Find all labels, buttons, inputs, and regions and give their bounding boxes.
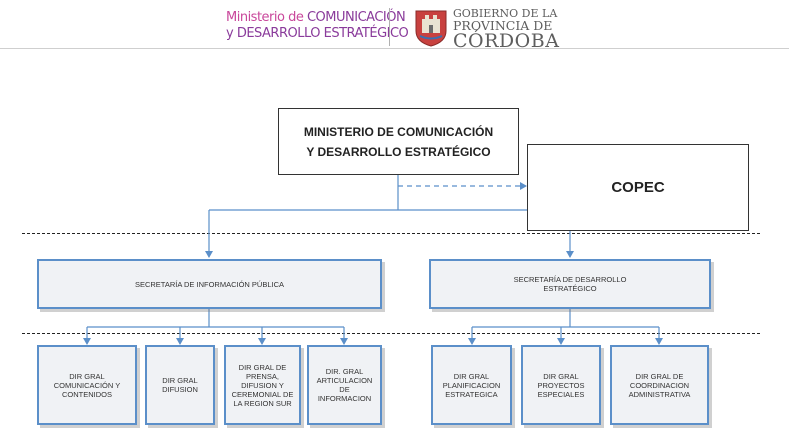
unit-label: DIR GRAL DIFUSION <box>162 376 198 394</box>
unit-label: DIR GRAL PROYECTOS ESPECIALES <box>537 371 585 399</box>
secretariat-box-development: SECRETARÍA DE DESARROLLO ESTRATÉGICO <box>429 259 711 309</box>
ministry-box-label: MINISTERIO DE COMUNICACIÓN Y DESARROLLO … <box>303 124 494 159</box>
unit-label: DIR GRAL PLANIFICACION ESTRATEGICA <box>442 371 501 399</box>
secretariat-box-information: SECRETARÍA DE INFORMACIÓN PÚBLICA <box>37 259 382 309</box>
header: Ministerio de COMUNICACIÓN y DESARROLLO … <box>0 0 789 52</box>
government-logo: GOBIERNO DE LA PROVINCIA DE CÓRDOBA <box>453 7 563 52</box>
secretariat-label: SECRETARÍA DE DESARROLLO ESTRATÉGICO <box>513 275 627 293</box>
government-logo-line2: PROVINCIA DE <box>453 18 553 33</box>
ministry-box: MINISTERIO DE COMUNICACIÓN Y DESARROLLO … <box>278 108 519 175</box>
header-divider <box>0 48 789 49</box>
copec-box-label: COPEC <box>611 179 665 196</box>
unit-box: DIR. GRAL ARTICULACION DE INFORMACION <box>307 345 382 425</box>
unit-box: DIR GRAL DE COORDINACION ADMINISTRATIVA <box>610 345 709 425</box>
government-logo-line3: CÓRDOBA <box>453 30 560 52</box>
unit-box: DIR GRAL PROYECTOS ESPECIALES <box>521 345 601 425</box>
ministry-logo: Ministerio de COMUNICACIÓN y DESARROLLO … <box>226 10 409 42</box>
unit-box: DIR GRAL DE PRENSA, DIFUSION Y CEREMONIA… <box>224 345 301 425</box>
ministry-logo-text-b: COMUNICACIÓN <box>306 10 406 25</box>
ministry-logo-text-c: y DESARROLLO ESTRATÉGICO <box>226 26 409 41</box>
unit-label: DIR GRAL DE PRENSA, DIFUSION Y CEREMONIA… <box>231 362 294 408</box>
unit-box: DIR GRAL DIFUSION <box>145 345 215 425</box>
government-logo-line1: GOBIERNO DE LA <box>453 7 558 20</box>
unit-label: DIR GRAL DE COORDINACION ADMINISTRATIVA <box>628 371 691 399</box>
level-divider-1 <box>22 233 760 234</box>
unit-label: DIR. GRAL ARTICULACION DE INFORMACION <box>316 367 373 403</box>
unit-box: DIR GRAL PLANIFICACION ESTRATEGICA <box>431 345 512 425</box>
level-divider-2 <box>22 333 760 334</box>
copec-box: COPEC <box>527 144 749 231</box>
secretariat-label: SECRETARÍA DE INFORMACIÓN PÚBLICA <box>134 279 285 289</box>
unit-label: DIR GRAL COMUNICACIÓN Y CONTENIDOS <box>53 371 121 399</box>
cordoba-seal-icon <box>415 10 447 47</box>
logo-divider <box>389 8 390 46</box>
unit-box: DIR GRAL COMUNICACIÓN Y CONTENIDOS <box>37 345 137 425</box>
ministry-logo-text-a: Ministerio de <box>226 10 307 25</box>
